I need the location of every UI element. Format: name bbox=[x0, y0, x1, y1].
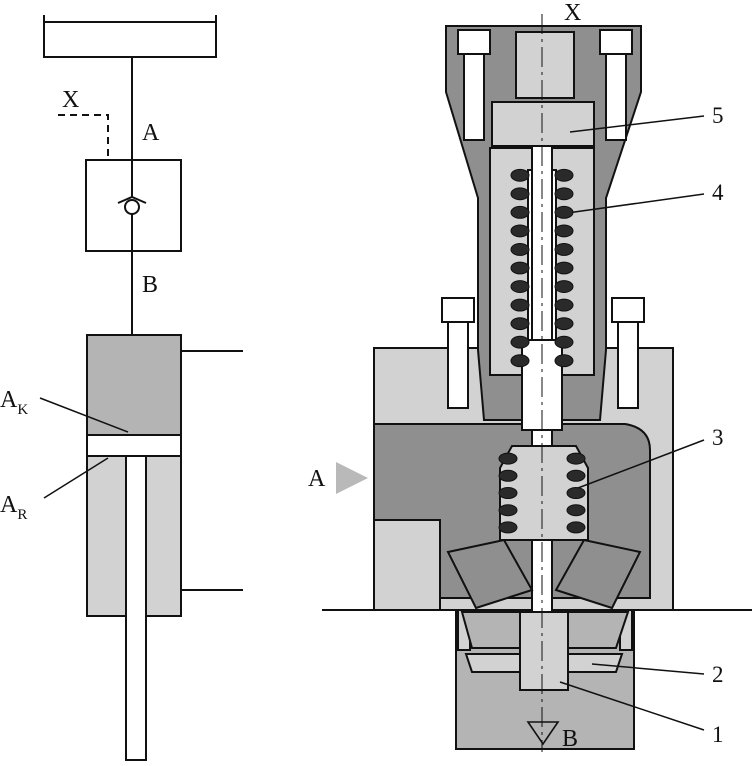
spring-4-coils-coil-r bbox=[554, 317, 574, 331]
spring-4-coils-coil-r bbox=[554, 335, 574, 349]
leader-ar bbox=[43, 457, 109, 499]
spring-3-coils-coil-r bbox=[566, 469, 586, 482]
section-label-b: B bbox=[562, 726, 578, 752]
screw-mid-right bbox=[611, 297, 645, 323]
leader-5 bbox=[569, 115, 705, 133]
screw-mid-left bbox=[441, 297, 475, 323]
spring-4-coils-coil-r bbox=[554, 205, 574, 219]
leader-2 bbox=[591, 663, 705, 675]
spring-4-coils-coil-r bbox=[554, 168, 574, 182]
screw-top-right-shank bbox=[605, 53, 627, 141]
label-area-ar-sub: R bbox=[17, 507, 27, 523]
label-area-ak-letter: A bbox=[0, 387, 18, 413]
spring-4-coils-coil-l bbox=[510, 261, 530, 275]
label-pilot-x: X bbox=[62, 87, 79, 113]
spring-4-coils-coil-l bbox=[510, 243, 530, 256]
tank-symbol bbox=[43, 15, 217, 58]
spring-4-coils-coil-l bbox=[510, 205, 530, 219]
label-port-b: B bbox=[142, 272, 158, 298]
flow-arrow-a bbox=[336, 462, 368, 494]
spring-4-coils-coil-r bbox=[554, 298, 574, 312]
valve-cross-section bbox=[322, 14, 752, 752]
pilot-line-x bbox=[58, 114, 109, 160]
section-label-x: X bbox=[564, 0, 581, 26]
callout-leaders bbox=[559, 115, 705, 731]
screw-top-left-shank bbox=[463, 53, 485, 141]
spring-4-coils-coil-l bbox=[510, 280, 530, 293]
spring-4-coils-coil-l bbox=[510, 354, 530, 368]
callout-5: 5 bbox=[712, 103, 724, 128]
label-area-ak: AK bbox=[0, 387, 28, 418]
spring-4-coils-coil-l bbox=[510, 335, 530, 349]
poppet-seat bbox=[446, 538, 642, 649]
section-label-a: A bbox=[308, 466, 326, 492]
leader-4 bbox=[559, 193, 705, 215]
spring-4-coils-coil-l bbox=[510, 168, 530, 182]
leader-ak bbox=[39, 397, 129, 433]
spring-4-coils-coil-r bbox=[554, 261, 574, 275]
spring-3-coils-coil-l bbox=[498, 521, 518, 534]
section-labels: X A B 5 4 3 2 1 bbox=[308, 0, 724, 752]
spring-4-coils-coil-r bbox=[554, 224, 574, 238]
schematic-labels: X A B AK AR bbox=[0, 87, 160, 523]
spring-4-coils-coil-r bbox=[554, 243, 574, 256]
hydraulic-schematic bbox=[39, 15, 243, 761]
screw-top-left bbox=[457, 29, 491, 55]
label-area-ak-sub: K bbox=[17, 402, 28, 418]
spring-4-coils-coil-l bbox=[510, 317, 530, 331]
spring-4-coils-coil-l bbox=[510, 187, 530, 201]
screw-mid-left-shank bbox=[447, 321, 469, 409]
spring-3-coils-coil-l bbox=[498, 469, 518, 482]
leader-1 bbox=[559, 681, 705, 731]
spring-3-coils-coil-l bbox=[498, 504, 518, 517]
label-area-ar-letter: A bbox=[0, 492, 18, 518]
callout-2: 2 bbox=[712, 662, 724, 687]
spring-3-coils-coil-l bbox=[498, 452, 518, 465]
pilot-piston-5 bbox=[491, 101, 595, 147]
spring-3-coils bbox=[498, 452, 586, 534]
label-area-ar: AR bbox=[0, 492, 27, 523]
spring-3-coils-coil-r bbox=[566, 504, 586, 517]
cap-screws bbox=[441, 29, 645, 409]
flow-symbol-b bbox=[526, 721, 560, 746]
spring-4-coils-coil-r bbox=[554, 280, 574, 293]
spring-4-coils-coil-r bbox=[554, 187, 574, 201]
spring-3-coils-coil-l bbox=[498, 486, 518, 500]
callout-3: 3 bbox=[712, 425, 724, 450]
cylinder-symbol bbox=[86, 334, 243, 761]
screw-mid-right-shank bbox=[617, 321, 639, 409]
callout-1: 1 bbox=[712, 722, 724, 747]
check-valve-symbol bbox=[85, 159, 182, 252]
spring-4-coils bbox=[510, 168, 574, 368]
spring-4-coils-coil-l bbox=[510, 298, 530, 312]
spring-3-coils-coil-r bbox=[566, 452, 586, 465]
spring-4-coils-coil-r bbox=[554, 354, 574, 368]
retaining-nut-1 bbox=[519, 611, 569, 691]
callout-4: 4 bbox=[712, 180, 724, 205]
spring-3-coils-coil-r bbox=[566, 486, 586, 500]
spring-4-coils-coil-l bbox=[510, 224, 530, 238]
screw-top-right bbox=[599, 29, 633, 55]
spring-3-coils-coil-r bbox=[566, 521, 586, 534]
label-port-a: A bbox=[142, 120, 160, 146]
leader-3 bbox=[577, 439, 705, 489]
